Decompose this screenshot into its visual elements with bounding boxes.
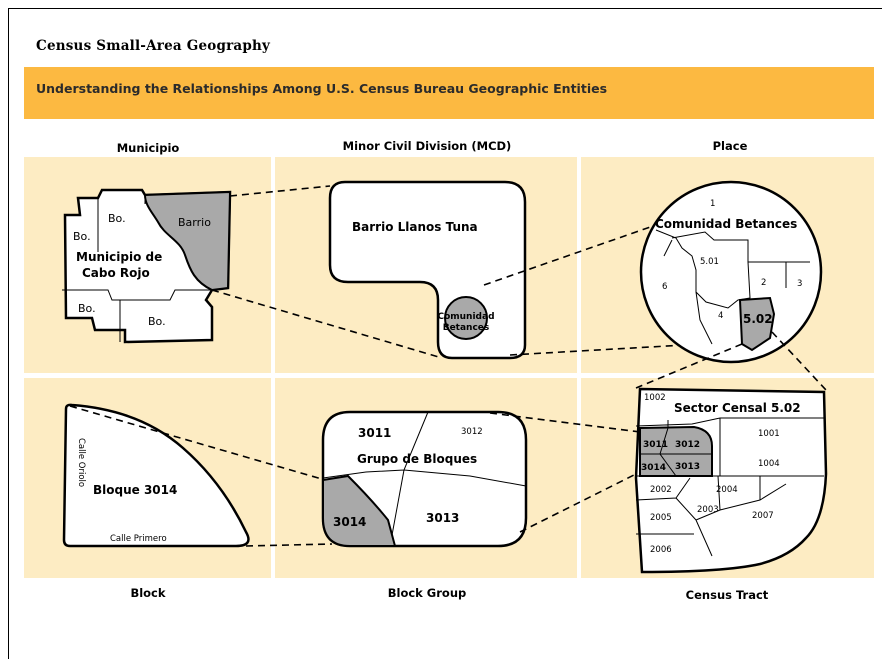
row-divider	[24, 373, 874, 378]
tract-block-3011: 3011	[643, 440, 668, 450]
tract-block-1002: 1002	[644, 393, 666, 403]
connector-municipio-mcd-top	[229, 185, 331, 197]
barrio-label-2: Bo.	[73, 230, 91, 243]
column-divider-1	[271, 119, 275, 610]
bloque-3014-outline	[62, 403, 250, 548]
block-label-3013: 3013	[426, 511, 459, 525]
block-label-3011: 3011	[358, 426, 391, 440]
footer-census-tract: Census Tract	[686, 588, 769, 602]
barrio-highlight	[143, 190, 232, 292]
street-label-primero: Calle Primero	[110, 534, 167, 544]
place-tract-lines	[655, 229, 810, 345]
tract-label-1: 1	[710, 199, 715, 209]
tract-block-3014: 3014	[641, 463, 666, 473]
barrio-label-1: Bo.	[108, 212, 126, 225]
block-group-3-highlight	[639, 425, 713, 477]
tract-block-1004: 1004	[758, 459, 780, 469]
tract-block-2002: 2002	[650, 485, 672, 495]
barrio-label-4: Bo.	[148, 315, 166, 328]
municipio-internal-lines	[62, 195, 212, 342]
municipio-name-line1: Municipio de	[76, 250, 162, 264]
footer-row	[24, 578, 874, 610]
municipio-name-line2: Cabo Rojo	[82, 266, 150, 280]
tract-block-2004: 2004	[716, 485, 738, 495]
footer-block: Block	[130, 586, 165, 600]
municipio-map: Bo. Barrio Bo. Municipio de Cabo Rojo Bo…	[62, 188, 232, 344]
tract-block-2003: 2003	[697, 505, 719, 515]
connector-municipio-mcd-bottom	[211, 289, 443, 359]
connector-group-tract-bottom	[519, 471, 641, 533]
census-tract-name: Sector Censal 5.02	[674, 401, 801, 415]
header-place: Place	[713, 139, 748, 153]
tract-label-6: 6	[662, 282, 667, 292]
tract-block-3012: 3012	[675, 440, 700, 450]
mcd-map: Barrio Llanos Tuna Comunidad Betances	[328, 180, 527, 360]
mcd-name: Barrio Llanos Tuna	[352, 220, 478, 234]
column-divider-2	[577, 119, 581, 610]
tract-block-1001: 1001	[758, 429, 780, 439]
header-row	[24, 119, 874, 157]
tract-label-501: 5.01	[700, 257, 719, 267]
block-label-3012: 3012	[461, 427, 483, 437]
block-group-name: Grupo de Bloques	[357, 452, 477, 466]
place-map: 1 Comunidad Betances 5.01 2 3 6 4 5.02	[639, 180, 823, 364]
block-name: Bloque 3014	[93, 483, 177, 497]
place-circle	[639, 180, 823, 364]
barrio-label-3: Bo.	[78, 302, 96, 315]
diagram-subtitle: Understanding the Relationships Among U.…	[36, 81, 607, 96]
connector-mcd-place-bottom	[509, 341, 738, 356]
connector-block-group-top	[69, 405, 333, 483]
tract-label-4: 4	[718, 311, 723, 321]
connector-block-group-bottom	[245, 543, 333, 547]
highlight-internal-lines	[640, 427, 712, 477]
page-title: Census Small-Area Geography	[36, 38, 271, 54]
tract-label-502: 5.02	[743, 312, 773, 326]
place-name: Comunidad Betances	[655, 217, 797, 231]
connector-group-tract-top	[489, 412, 641, 433]
header-municipio: Municipio	[117, 141, 180, 155]
block-map: Bloque 3014 Calle Oriolo Calle Primero	[62, 403, 250, 548]
tract-block-3013: 3013	[675, 462, 700, 472]
street-label-oriolo: Calle Oriolo	[76, 438, 86, 487]
tract-label-3: 3	[797, 279, 802, 289]
tract-label-2: 2	[761, 278, 766, 288]
header-mcd: Minor Civil Division (MCD)	[343, 139, 512, 153]
block-group-map: 3011 3012 Grupo de Bloques 3014 3013	[321, 410, 528, 548]
block-3014-highlight	[322, 474, 397, 547]
block-label-3014: 3014	[333, 515, 366, 529]
footer-block-group: Block Group	[388, 586, 467, 600]
subtitle-band	[24, 67, 874, 119]
connector-place-tract-right	[771, 331, 827, 391]
barrio-label-highlight: Barrio	[178, 216, 211, 229]
tract-block-2005: 2005	[650, 513, 672, 523]
page-frame	[8, 8, 882, 659]
mcd-place-line1: Comunidad	[437, 312, 494, 322]
comunidad-betances-circle	[444, 296, 488, 340]
tract-block-2006: 2006	[650, 545, 672, 555]
census-tract-map: 1002 Sector Censal 5.02 1001 3011 3012 1…	[634, 387, 828, 574]
tract-block-2007: 2007	[752, 511, 774, 521]
mcd-place-line2: Betances	[443, 323, 490, 333]
connector-mcd-place-top	[483, 224, 657, 286]
census-tract-block-lines	[635, 417, 824, 557]
